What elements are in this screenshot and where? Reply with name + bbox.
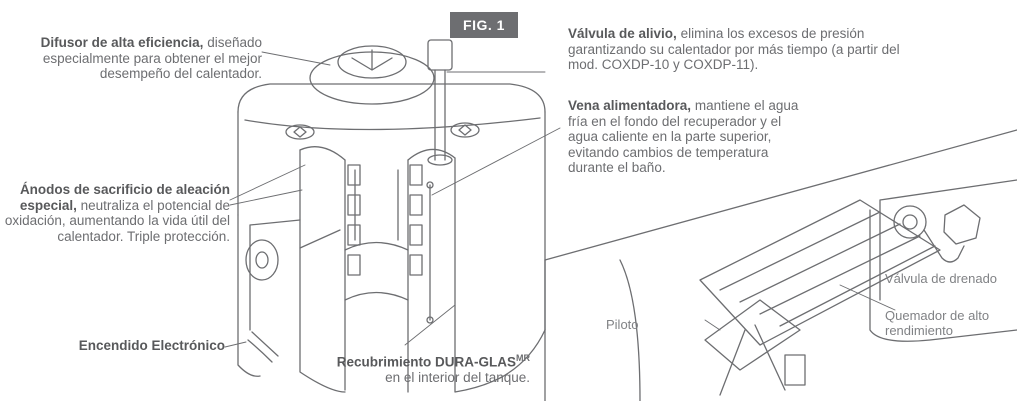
callout-difusor: Difusor de alta eficiencia, diseñado esp… [0, 35, 262, 82]
callout-recubrimiento: Recubrimiento DURA-GLASMR en el interior… [320, 351, 530, 386]
burner-inset [544, 129, 1017, 401]
drain-valve-inset [879, 179, 1017, 301]
callout-encendido: Encendido Electrónico [0, 338, 225, 354]
figure-badge: FIG. 1 [450, 12, 518, 38]
callout-valvula-alivio: Válvula de alivio, elimina los excesos d… [568, 26, 908, 73]
label-valvula-drenado: Válvula de drenado [885, 271, 998, 286]
callout-encendido-title: Encendido Electrónico [78, 338, 225, 353]
callout-valvula-alivio-title: Válvula de alivio, [568, 26, 677, 41]
callout-vena: Vena alimentadora, mantiene el agua fría… [568, 98, 806, 176]
callout-recubrimiento-title: Recubrimiento DURA-GLAS [336, 354, 516, 370]
leader-lines [224, 51, 896, 348]
callout-difusor-text: diseñado especialmente para obtener el m… [42, 35, 262, 81]
label-piloto: Piloto [606, 317, 639, 332]
callout-anodos: Ánodos de sacrificio de aleación especia… [0, 182, 230, 244]
callout-recubrimiento-sup: MR [516, 353, 530, 363]
callout-anodos-title: Ánodos de sacrificio de aleación especia… [19, 182, 230, 213]
callout-vena-text: mantiene el agua fría en el fondo del re… [568, 98, 799, 175]
callout-vena-title: Vena alimentadora, [568, 98, 692, 113]
callout-recubrimiento-text: en el interior del tanque. [385, 370, 530, 385]
callout-valvula-alivio-text: elimina los excesos de presión garantiza… [568, 26, 900, 72]
callout-difusor-title: Difusor de alta eficiencia, [40, 35, 204, 50]
tank-illustration [237, 39, 546, 393]
label-quemador: Quemador de alto rendimiento [885, 308, 990, 338]
callout-anodos-text: neutraliza el potencial de oxidación, au… [4, 197, 230, 244]
